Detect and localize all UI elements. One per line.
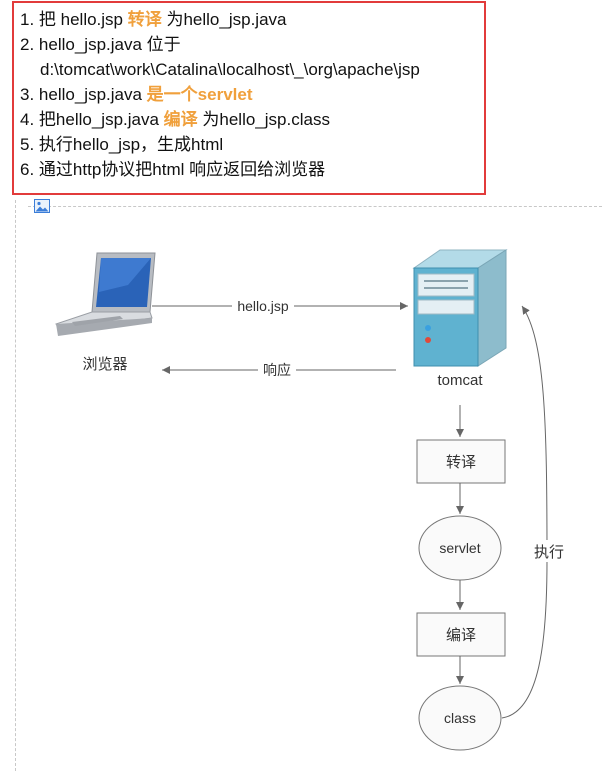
note-num: 1. bbox=[20, 10, 35, 29]
note-text: 执行hello_jsp，生成html bbox=[38, 135, 224, 154]
note-text: hello_jsp.java bbox=[38, 85, 147, 104]
note-highlight: 是一个servlet bbox=[146, 85, 253, 104]
image-placeholder-icon bbox=[34, 199, 50, 213]
note-line-2: 2. hello_jsp.java 位于 bbox=[20, 32, 484, 57]
note-line-6: 6. 通过http协议把html 响应返回给浏览器 bbox=[20, 157, 484, 182]
note-line-1: 1. 把 hello.jsp 转译 为hello_jsp.java bbox=[20, 7, 484, 32]
note-line-2-path: d:\tomcat\work\Catalina\localhost\_\org\… bbox=[20, 57, 484, 82]
note-num: 3. bbox=[20, 85, 35, 104]
execute-arrow bbox=[501, 305, 548, 719]
note-text: 把hello_jsp.java bbox=[38, 110, 164, 129]
browser-label: 浏览器 bbox=[82, 356, 127, 373]
note-num: 2. bbox=[20, 35, 35, 54]
server-icon bbox=[412, 249, 508, 367]
notes-box: 1. 把 hello.jsp 转译 为hello_jsp.java 2. hel… bbox=[12, 1, 486, 195]
note-text: 为hello_jsp.class bbox=[197, 110, 330, 129]
note-text: d:\tomcat\work\Catalina\localhost\_\org\… bbox=[40, 60, 420, 79]
note-line-5: 5. 执行hello_jsp，生成html bbox=[20, 132, 484, 157]
image-frame-top-border bbox=[28, 206, 602, 207]
step-servlet-label: servlet bbox=[439, 540, 480, 556]
note-text: 为hello_jsp.java bbox=[161, 10, 287, 29]
note-highlight: 转译 bbox=[127, 10, 162, 29]
note-text: 通过http协议把html 响应返回给浏览器 bbox=[38, 160, 326, 179]
note-text: hello_jsp.java 位于 bbox=[38, 35, 181, 54]
laptop-icon bbox=[55, 252, 156, 336]
request-label: hello.jsp bbox=[237, 298, 289, 314]
note-num: 4. bbox=[20, 110, 35, 129]
note-num: 5. bbox=[20, 135, 35, 154]
note-line-3: 3. hello_jsp.java 是一个servlet bbox=[20, 82, 484, 107]
note-highlight: 编译 bbox=[163, 110, 198, 129]
step-translate-box bbox=[416, 439, 506, 484]
step-compile-label: 编译 bbox=[446, 627, 476, 644]
note-line-4: 4. 把hello_jsp.java 编译 为hello_jsp.class bbox=[20, 107, 484, 132]
step-class-node bbox=[418, 685, 502, 751]
server-label: tomcat bbox=[437, 372, 483, 389]
execute-label: 执行 bbox=[534, 544, 564, 561]
step-class-label: class bbox=[444, 710, 476, 726]
step-translate-label: 转译 bbox=[446, 454, 476, 471]
note-num: 6. bbox=[20, 160, 35, 179]
image-frame-left-border bbox=[15, 200, 16, 771]
execute-label-bg bbox=[530, 540, 566, 562]
note-text: 把 hello.jsp bbox=[38, 10, 128, 29]
response-label: 响应 bbox=[263, 362, 291, 378]
step-compile-box bbox=[416, 612, 506, 657]
